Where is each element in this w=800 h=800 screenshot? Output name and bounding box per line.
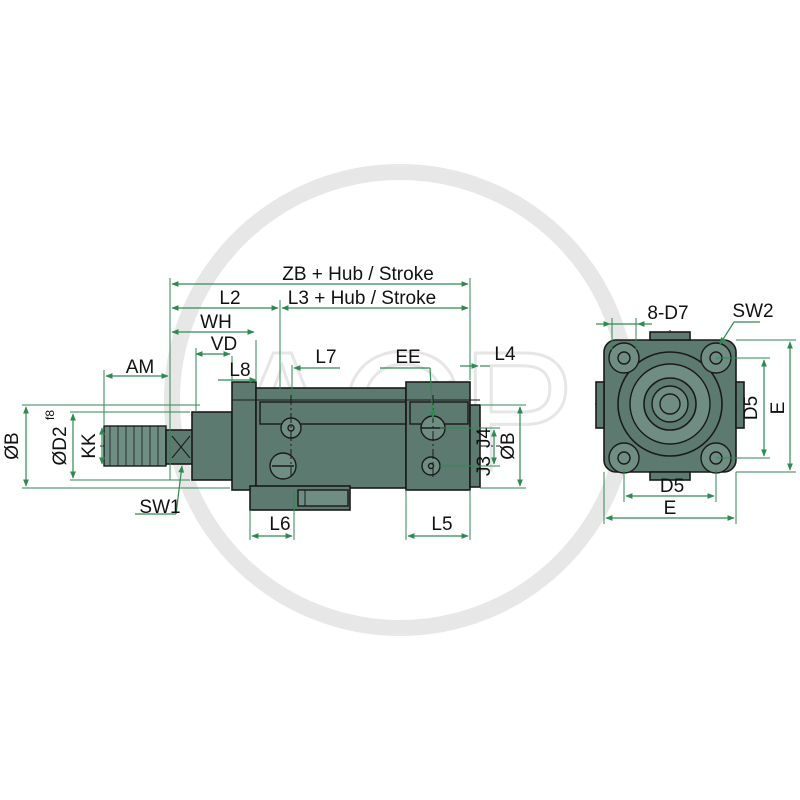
dim-e-horizontal: E [664, 498, 677, 519]
dim-l7: L7 [315, 347, 336, 368]
dim-l6: L6 [269, 514, 290, 535]
side-labels: ZB + Hub / Stroke L2 L3 + Hub / Stroke W… [2, 264, 519, 535]
dim-j4: J4 [474, 428, 495, 449]
dim-ob-left: ØB [2, 432, 23, 459]
front-cover [231, 381, 257, 491]
dim-od2: ØD2 [50, 426, 71, 465]
dim-ee: EE [395, 347, 420, 368]
dim-l2: L2 [219, 288, 240, 309]
corner-bolt-bl [608, 442, 640, 474]
dim-e-vertical: E [768, 402, 789, 415]
dim-wh: WH [200, 312, 232, 333]
dim-l8: L8 [229, 360, 250, 381]
piston-rod [103, 425, 167, 467]
rear-screw [421, 456, 441, 476]
end-labels: 8-D7 SW2 D5 E D5 E [647, 301, 789, 519]
dim-l5: L5 [431, 514, 452, 535]
side-view [100, 381, 500, 511]
dim-d5-horizontal: D5 [660, 476, 684, 497]
rod-flat [165, 429, 195, 465]
dim-l3: L3 + Hub / Stroke [288, 288, 436, 309]
rod-thread-lines [109, 426, 159, 466]
dim-l4: L4 [494, 344, 516, 365]
dim-j3: J3 [474, 456, 495, 476]
dim-sw2: SW2 [732, 301, 773, 322]
dim-vd: VD [211, 334, 237, 355]
rod-guide [191, 411, 233, 481]
side-dimensions [22, 278, 526, 540]
dim-d7: 8-D7 [647, 303, 688, 324]
front-screw [269, 452, 297, 480]
dim-kk: KK [79, 433, 100, 459]
dim-od2-tolerance: f8 [43, 410, 57, 420]
dim-d5-vertical: D5 [741, 396, 762, 420]
corner-bolt-tl [608, 342, 640, 374]
end-view [595, 330, 750, 481]
dim-am: AM [126, 357, 155, 378]
end-dimensions [596, 318, 796, 524]
dim-sw1: SW1 [139, 497, 180, 518]
dim-ob-right: ØB [498, 432, 519, 459]
dim-zb: ZB + Hub / Stroke [282, 264, 434, 285]
end-cap [469, 404, 481, 488]
